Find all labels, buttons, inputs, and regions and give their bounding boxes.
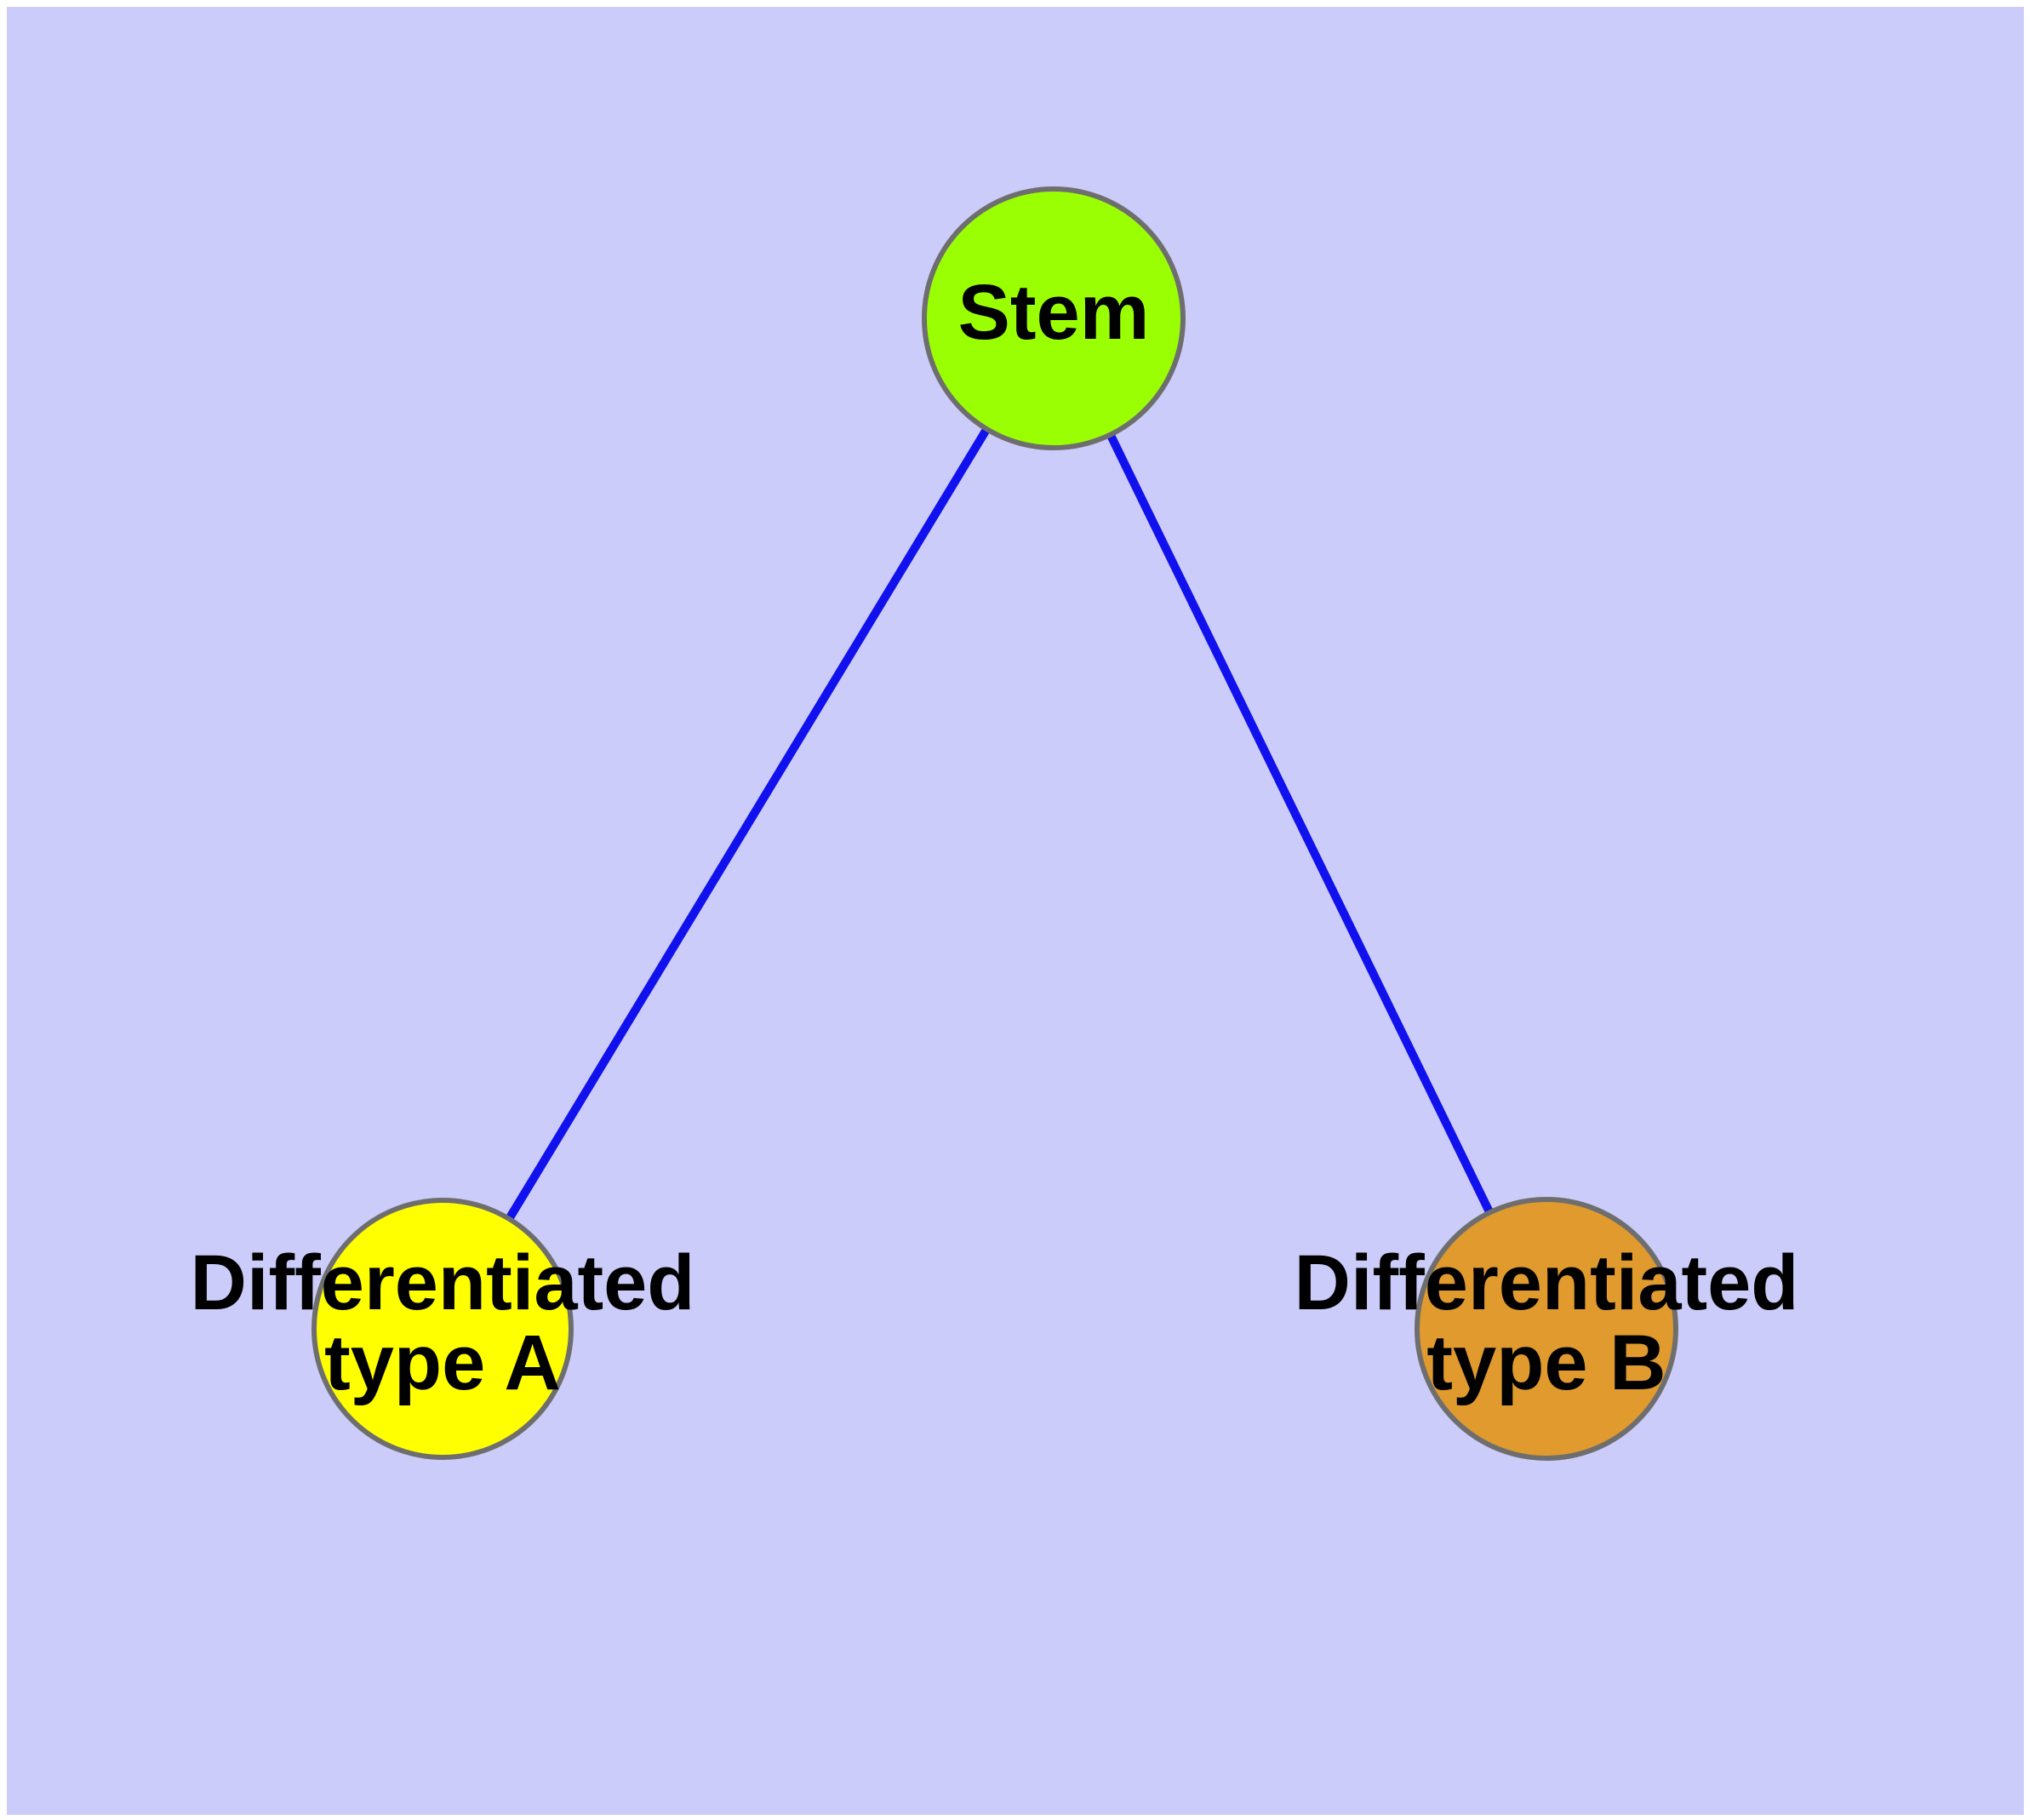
- edge-stem-to-differentiated-type-a[interactable]: [504, 425, 992, 1223]
- node-layer: [311, 186, 1678, 1461]
- node-label-stem: Stem: [958, 269, 1150, 356]
- node-label-line: type B: [1426, 1319, 1666, 1406]
- node-label-line: Stem: [958, 269, 1150, 356]
- edge-stem-to-differentiated-type-b[interactable]: [1106, 431, 1495, 1216]
- node-circle-stem[interactable]: [922, 186, 1186, 450]
- node-circle-differentiated-type-a[interactable]: [311, 1198, 574, 1460]
- node-label-line: Differentiated: [191, 1239, 695, 1326]
- node-differentiated-type-a[interactable]: [311, 1198, 574, 1460]
- node-circle-differentiated-type-b[interactable]: [1415, 1197, 1678, 1461]
- node-label-line: Differentiated: [1295, 1239, 1799, 1326]
- node-label-line: type A: [324, 1319, 561, 1406]
- edge-layer: [504, 425, 1495, 1223]
- node-stem[interactable]: [922, 186, 1186, 450]
- node-differentiated-type-b[interactable]: [1415, 1197, 1678, 1461]
